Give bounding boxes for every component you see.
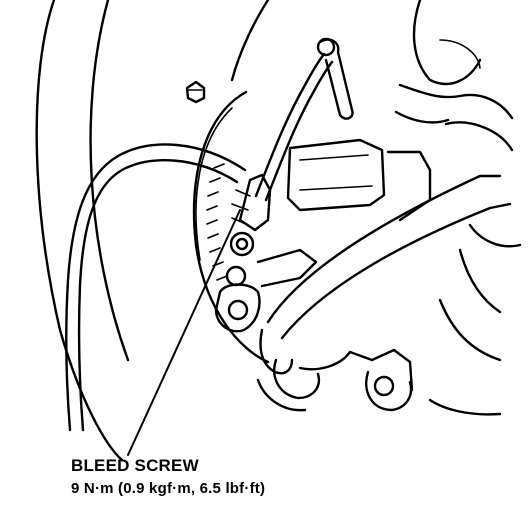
callout-leader-line: [127, 209, 241, 456]
brake-rotor: [192, 90, 270, 364]
brake-hose: [65, 143, 247, 432]
lower-arm: [256, 174, 512, 412]
callout-title: BLEED SCREW: [71, 456, 199, 475]
bleed-cap: [185, 80, 206, 104]
brake-pipe: [254, 37, 354, 202]
suspension-parts: [394, 0, 522, 416]
wheel-arcs: [35, 0, 270, 462]
brake-caliper: [214, 138, 432, 333]
callout-torque-spec: 9 N·m (0.9 kgf·m, 6.5 lbf·ft): [71, 480, 266, 497]
